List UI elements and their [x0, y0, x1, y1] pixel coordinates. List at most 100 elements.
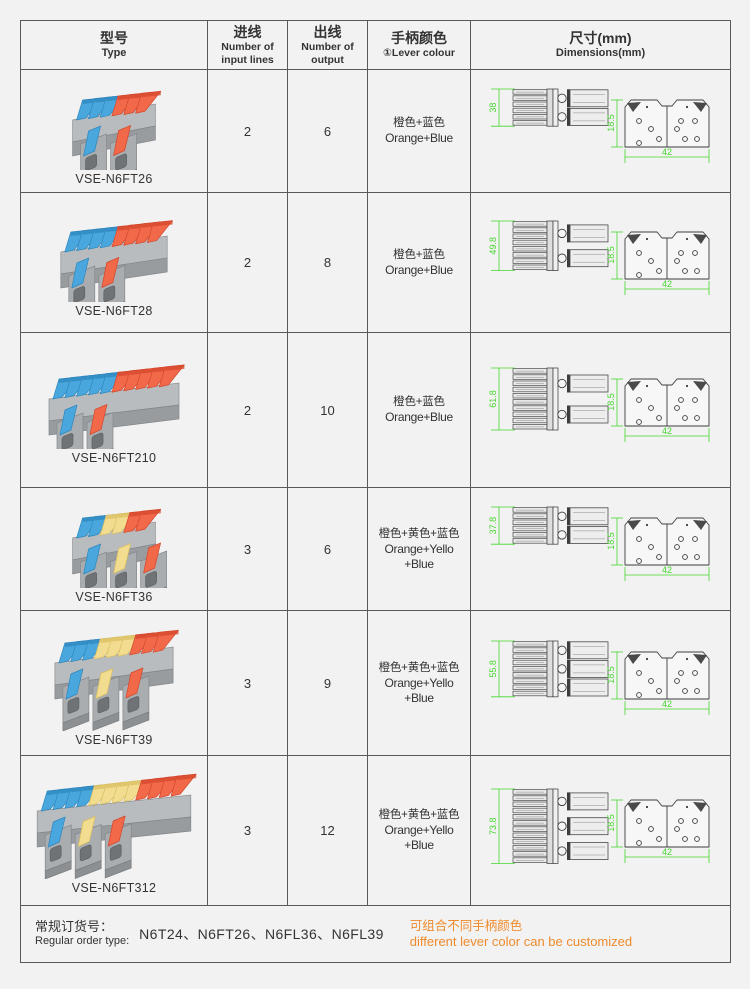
- header-lever-colour-en: ①Lever colour: [383, 47, 455, 60]
- dimension-drawing: 61.8 18.5 42: [488, 367, 709, 442]
- lever-colour-en: Orange+Blue: [385, 131, 453, 145]
- product-photo: [48, 364, 185, 449]
- lever-colour-cn: 橙色+黄色+蓝色: [378, 661, 460, 674]
- order-type-label-cn: 常规订货号：: [35, 919, 114, 934]
- dim-depth-label: 18.5: [606, 666, 616, 684]
- header-lever-colour: 手柄颜色 ①Lever colour: [367, 20, 471, 70]
- dimension-drawing: 37.8 18.5 42: [488, 506, 709, 581]
- header-type-en: Type: [101, 47, 127, 59]
- table-header: 型号 Type 进线 Number of input lines 出线 Numb…: [20, 20, 731, 70]
- cell-input-lines: 3: [207, 487, 288, 611]
- header-output-cn: 出线: [313, 24, 342, 40]
- product-photo: [72, 508, 167, 588]
- dim-height-label: 37.8: [488, 517, 498, 535]
- table-row: VSE-N6FT28 2 8 橙色+蓝色 Orange+Blue 49.8 18.…: [20, 192, 731, 333]
- lever-colour-cn: 橙色+蓝色: [393, 396, 445, 408]
- cell-dimensions: 55.8 18.5 42: [470, 610, 731, 756]
- cell-lever-colour: 橙色+黄色+蓝色 Orange+Yello +Blue: [367, 755, 471, 906]
- dim-depth-label: 18.5: [606, 114, 616, 132]
- dim-height-label: 73.8: [488, 817, 498, 835]
- lever-colour-en: Orange+Yello: [384, 541, 454, 556]
- lever-colour-en: Orange+Yello: [384, 675, 454, 690]
- dim-depth-label: 18.5: [606, 532, 616, 550]
- product-photo: [36, 773, 197, 879]
- dim-height-label: 38: [488, 103, 498, 113]
- cell-output: 6: [287, 69, 368, 193]
- cell-type: VSE-N6FT39: [20, 610, 208, 756]
- dim-height-label: 61.8: [488, 390, 498, 408]
- cell-lever-colour: 橙色+黄色+蓝色 Orange+Yello +Blue: [367, 610, 471, 756]
- dim-width-label: 42: [661, 147, 671, 157]
- cell-dimensions: 38 18.5 42: [470, 69, 731, 193]
- dim-width-label: 42: [661, 279, 671, 289]
- lever-colour-en: Orange+Blue: [385, 410, 453, 424]
- dim-height-label: 49.8: [488, 237, 498, 255]
- dimension-drawing: 49.8 18.5 42: [488, 220, 709, 295]
- cell-output: 10: [287, 332, 368, 488]
- cell-input-lines: 2: [207, 192, 288, 333]
- cell-type: VSE-N6FT28: [20, 192, 208, 333]
- lever-colour-cn: 橙色+黄色+蓝色: [378, 527, 460, 540]
- lever-colour-cn: 橙色+蓝色: [393, 117, 445, 129]
- model-name: VSE-N6FT26: [75, 172, 153, 186]
- model-name: VSE-N6FT312: [71, 880, 157, 895]
- cell-dimensions: 37.8 18.5 42: [470, 487, 731, 611]
- dim-width-label: 42: [661, 847, 671, 857]
- dimension-drawing: 73.8 18.5 42: [488, 788, 709, 864]
- cell-input-lines: 2: [207, 332, 288, 488]
- header-input-lines-en: Number of input lines: [221, 41, 274, 66]
- cell-input-lines: 3: [207, 755, 288, 906]
- cell-lever-colour: 橙色+蓝色 Orange+Blue: [367, 192, 471, 333]
- dim-width-label: 42: [661, 565, 671, 575]
- table-footer: 常规订货号： Regular order type: N6T24、N6FT26、…: [20, 905, 731, 963]
- lever-colour-en: Orange+Yello: [384, 823, 454, 837]
- lever-colour-cn: 橙色+黄色+蓝色: [378, 809, 460, 821]
- header-dimensions-cn: 尺寸(mm): [569, 30, 632, 46]
- table-row: VSE-N6FT36 3 6 橙色+黄色+蓝色 Orange+Yello +Bl…: [20, 487, 731, 611]
- product-photo: [72, 90, 162, 170]
- dim-height-label: 55.8: [488, 660, 498, 678]
- dim-depth-label: 18.5: [606, 814, 616, 832]
- header-input-lines: 进线 Number of input lines: [207, 20, 288, 70]
- cell-output: 12: [287, 755, 368, 906]
- cell-lever-colour: 橙色+黄色+蓝色 Orange+Yello +Blue: [367, 487, 471, 611]
- header-dimensions: 尺寸(mm) Dimensions(mm): [470, 20, 731, 70]
- cell-type: VSE-N6FT26: [20, 69, 208, 193]
- model-name: VSE-N6FT39: [75, 733, 153, 747]
- custom-color-note: 可组合不同手柄颜色 different lever color can be c…: [410, 919, 632, 949]
- header-lever-colour-cn: 手柄颜色: [391, 30, 447, 47]
- table-row: VSE-N6FT26 2 6 橙色+蓝色 Orange+Blue 38 18.5 4…: [20, 69, 731, 193]
- header-output: 出线 Number of output: [287, 20, 368, 70]
- cell-type: VSE-N6FT210: [20, 332, 208, 488]
- cell-input-lines: 2: [207, 69, 288, 193]
- footer-cell: 常规订货号： Regular order type: N6T24、N6FT26、…: [20, 905, 731, 963]
- cell-output: 8: [287, 192, 368, 333]
- table-row: VSE-N6FT39 3 9 橙色+黄色+蓝色 Orange+Yello +Bl…: [20, 610, 731, 756]
- dim-depth-label: 18.5: [606, 393, 616, 411]
- cell-output: 9: [287, 610, 368, 756]
- model-name: VSE-N6FT36: [75, 590, 153, 604]
- cell-type: VSE-N6FT36: [20, 487, 208, 611]
- custom-color-note-cn: 可组合不同手柄颜色: [409, 919, 523, 933]
- cell-lever-colour: 橙色+蓝色 Orange+Blue: [367, 69, 471, 193]
- cell-type: VSE-N6FT312: [20, 755, 208, 906]
- dim-depth-label: 18.5: [606, 246, 616, 264]
- cell-dimensions: 61.8 18.5 42: [470, 332, 731, 488]
- dim-width-label: 42: [661, 426, 671, 436]
- cell-output: 6: [287, 487, 368, 611]
- header-output-en: Number of output: [301, 41, 354, 66]
- cell-dimensions: 49.8 18.5 42: [470, 192, 731, 333]
- product-photo: [54, 629, 179, 731]
- header-dimensions-en: Dimensions(mm): [555, 47, 646, 59]
- product-spec-table: 型号 Type 进线 Number of input lines 出线 Numb…: [20, 20, 731, 963]
- model-name: VSE-N6FT28: [75, 303, 153, 318]
- order-type-label: 常规订货号： Regular order type:: [35, 919, 129, 949]
- lever-colour-en: Orange+Blue: [385, 262, 453, 277]
- table-row: VSE-N6FT210 2 10 橙色+蓝色 Orange+Blue 61.8 1…: [20, 332, 731, 488]
- dim-width-label: 42: [661, 699, 671, 709]
- dimension-drawing: 55.8 18.5 42: [488, 640, 709, 715]
- cell-lever-colour: 橙色+蓝色 Orange+Blue: [367, 332, 471, 488]
- product-photo: [60, 219, 173, 302]
